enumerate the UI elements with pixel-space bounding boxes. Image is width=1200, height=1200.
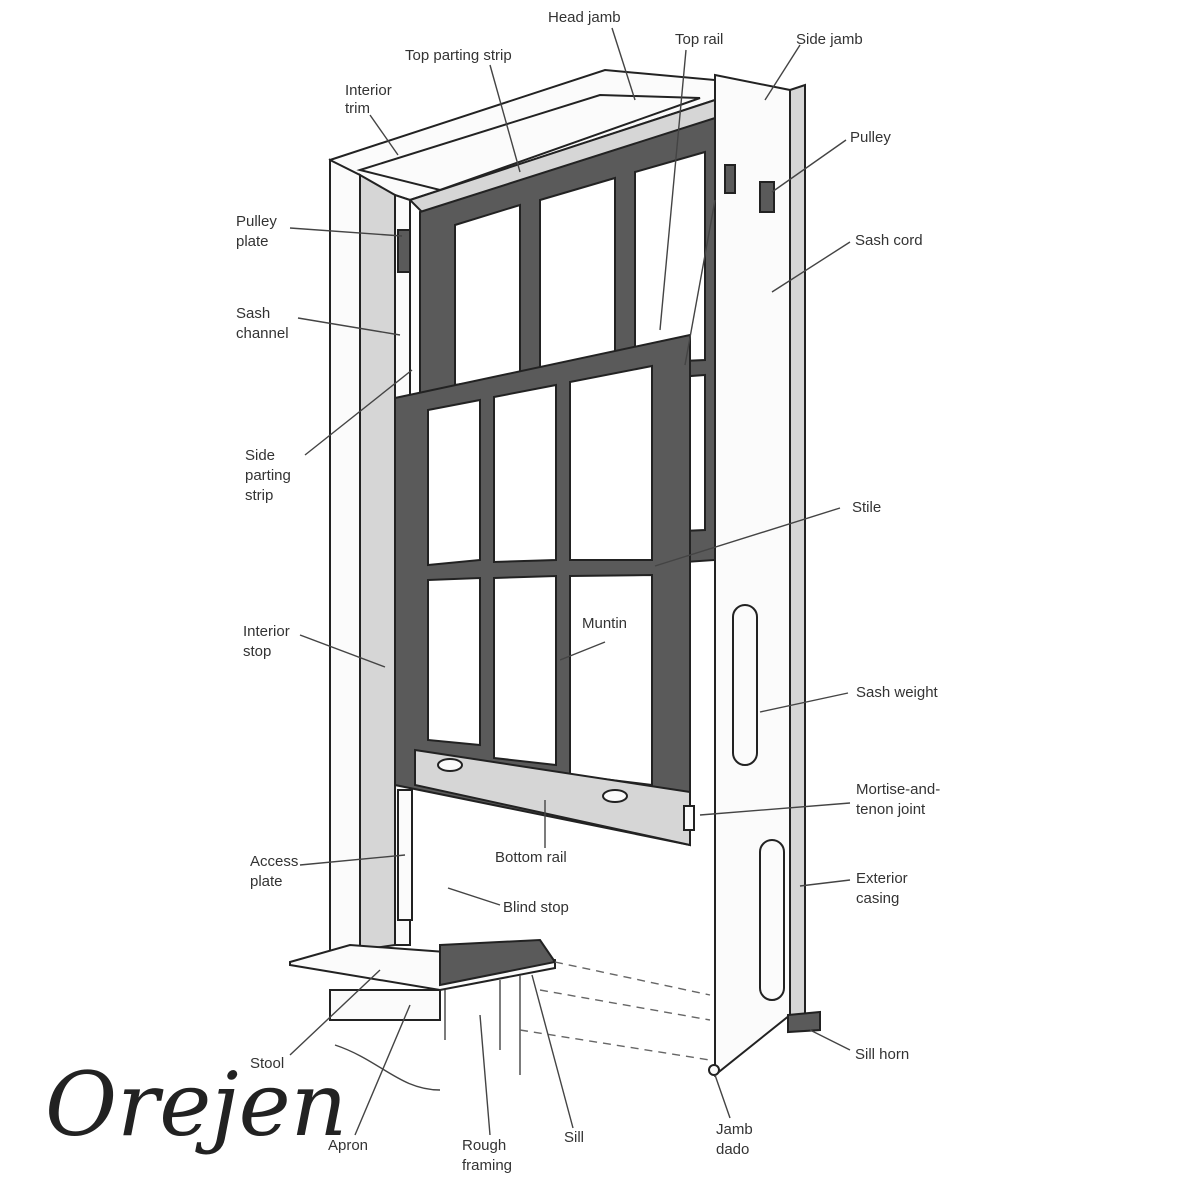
lower-sash	[394, 199, 716, 847]
label-access-plate-2: plate	[250, 873, 283, 890]
lower-pane-1	[427, 398, 481, 567]
label-top-rail: Top rail	[675, 31, 723, 48]
label-mortise-tenon-2: tenon joint	[856, 801, 926, 818]
sash-lift-left	[437, 758, 463, 772]
label-pulley-plate-2: plate	[236, 233, 269, 250]
lower-pane-4	[427, 576, 481, 747]
lower-pane-3	[569, 364, 653, 561]
leader-lines	[289, 27, 851, 1136]
label-sash-cord: Sash cord	[855, 232, 923, 249]
label-stile: Stile	[852, 499, 881, 516]
label-interior-trim-1: Interior	[345, 82, 392, 99]
label-apron: Apron	[328, 1137, 368, 1154]
sill-assembly	[289, 938, 720, 1091]
pulley-plate-left	[397, 229, 411, 273]
label-side-jamb: Side jamb	[796, 31, 863, 48]
apron	[329, 989, 441, 1021]
label-rough-framing-2: framing	[462, 1157, 512, 1174]
sash-weight-lower	[759, 839, 785, 1001]
sash-cord-line	[684, 199, 716, 366]
interior-trim-left	[329, 158, 361, 962]
upper-pane-3	[634, 150, 706, 365]
label-interior-trim-2: trim	[345, 100, 370, 117]
label-access-plate-1: Access	[250, 853, 298, 870]
label-exterior-casing-2: casing	[856, 890, 899, 907]
label-head-jamb: Head jamb	[548, 9, 621, 26]
pulley-slot	[724, 164, 736, 194]
pulley-right	[759, 181, 775, 213]
labels: Head jamb Top parting strip Top rail Sid…	[236, 9, 940, 1174]
label-pulley-plate-1: Pulley	[236, 213, 277, 230]
label-jamb-dado-2: dado	[716, 1141, 749, 1158]
label-interior-stop-1: Interior	[243, 623, 290, 640]
lower-pane-5	[493, 574, 557, 767]
lower-pane-2	[493, 383, 557, 564]
label-sash-channel-2: channel	[236, 325, 289, 342]
label-sash-weight: Sash weight	[856, 684, 939, 701]
label-blind-stop: Blind stop	[503, 899, 569, 916]
label-mortise-tenon-1: Mortise-and-	[856, 781, 940, 798]
left-side-jamb	[359, 173, 396, 952]
sash-lift-right	[602, 789, 628, 803]
upper-pane-2	[539, 176, 616, 374]
label-top-parting-strip: Top parting strip	[405, 47, 512, 64]
sash-weight-upper	[732, 604, 758, 766]
bottom-rail	[414, 748, 691, 847]
label-side-parting-strip-2: parting	[245, 467, 291, 484]
label-muntin: Muntin	[582, 615, 627, 632]
label-stool: Stool	[250, 1055, 284, 1072]
exterior-casing	[789, 83, 806, 1027]
label-interior-stop-2: stop	[243, 643, 271, 660]
label-sash-channel-1: Sash	[236, 305, 270, 322]
top-parting-strip	[356, 93, 701, 192]
label-pulley: Pulley	[850, 129, 891, 146]
label-sill: Sill	[564, 1129, 584, 1146]
watermark-signature: Orejen	[45, 1053, 347, 1156]
label-side-parting-strip-1: Side	[245, 447, 275, 464]
label-bottom-rail: Bottom rail	[495, 849, 567, 866]
jamb-dado	[708, 1064, 720, 1076]
upper-pane-1	[454, 203, 521, 387]
sill-horn	[787, 1010, 821, 1034]
label-rough-framing-1: Rough	[462, 1137, 506, 1154]
label-sill-horn: Sill horn	[855, 1046, 909, 1063]
mortise-tenon-joint	[683, 805, 695, 831]
label-exterior-casing-1: Exterior	[856, 870, 908, 887]
label-side-parting-strip-3: strip	[245, 487, 273, 504]
label-jamb-dado-1: Jamb	[716, 1121, 753, 1138]
lower-pane-6	[569, 573, 653, 787]
